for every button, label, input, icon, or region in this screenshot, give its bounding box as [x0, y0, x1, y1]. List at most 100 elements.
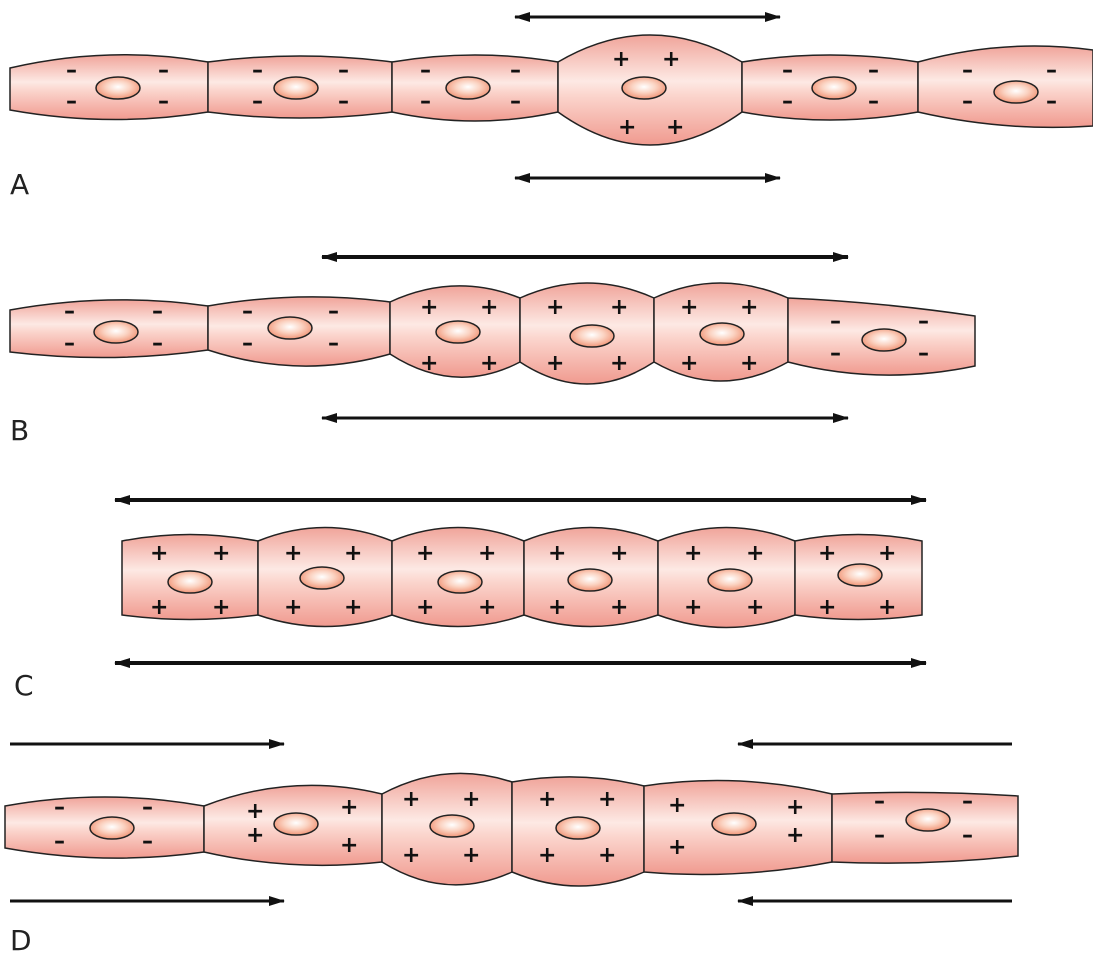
charge-sign: + — [480, 295, 498, 320]
cell-1: – – – – — [9, 299, 209, 359]
nucleus — [699, 322, 745, 346]
charge-sign: + — [150, 541, 168, 566]
charge-sign: – — [338, 89, 349, 114]
charge-sign: + — [420, 351, 438, 376]
nucleus — [273, 812, 319, 836]
charge-sign: – — [510, 58, 521, 83]
charge-sign: + — [680, 351, 698, 376]
panel-label: D — [10, 924, 32, 955]
nucleus — [993, 80, 1039, 104]
charge-sign: + — [878, 541, 896, 566]
charge-sign: + — [610, 351, 628, 376]
charge-sign: + — [740, 351, 758, 376]
charge-sign: – — [66, 89, 77, 114]
cell-5: + + + + — [643, 779, 833, 876]
charge-sign: + — [462, 843, 480, 868]
charge-sign: + — [786, 823, 804, 848]
charge-sign: + — [340, 833, 358, 858]
cell-3: + + + + — [381, 772, 513, 886]
cell-4: + + + + — [519, 282, 655, 385]
panel-d: – – – – + + + + + + + + + + + + — [4, 739, 1019, 955]
nucleus — [711, 812, 757, 836]
charge-sign: + — [818, 595, 836, 620]
nucleus — [811, 76, 857, 100]
charge-sign: – — [420, 58, 431, 83]
charge-sign: – — [152, 299, 163, 324]
charge-sign: – — [868, 89, 879, 114]
nucleus — [905, 808, 951, 832]
cell-1: – – – – — [4, 795, 205, 859]
charge-sign: – — [54, 829, 65, 854]
panel-label: C — [14, 669, 34, 702]
charge-sign: + — [610, 295, 628, 320]
panel-a: – – – – – – – – – – – – + + + + — [9, 12, 1093, 201]
charge-sign: – — [252, 89, 263, 114]
cell-3: + + + + — [389, 285, 521, 378]
charge-sign: + — [150, 595, 168, 620]
charge-sign: + — [344, 541, 362, 566]
charge-sign: – — [962, 89, 973, 114]
charge-sign: + — [612, 47, 630, 72]
charge-sign: – — [158, 58, 169, 83]
charge-sign: – — [54, 795, 65, 820]
charge-sign: + — [420, 295, 438, 320]
charge-sign: + — [340, 795, 358, 820]
charge-sign: + — [668, 793, 686, 818]
panel-b: – – – – – – – – + + + + + + + + — [9, 252, 976, 447]
charge-sign: – — [142, 829, 153, 854]
charge-sign: – — [66, 58, 77, 83]
charge-sign: + — [546, 351, 564, 376]
charge-sign: – — [874, 823, 885, 848]
charge-sign: – — [420, 89, 431, 114]
charge-sign: + — [344, 595, 362, 620]
charge-sign: + — [666, 115, 684, 140]
charge-sign: + — [246, 823, 264, 848]
charge-sign: – — [64, 331, 75, 356]
charge-sign: + — [610, 595, 628, 620]
nucleus — [707, 568, 753, 592]
charge-sign: + — [684, 595, 702, 620]
cell-5: – – – – — [741, 54, 919, 121]
charge-sign: – — [782, 58, 793, 83]
nucleus — [621, 76, 667, 100]
charge-sign: – — [782, 89, 793, 114]
nucleus — [429, 814, 475, 838]
nucleus — [437, 570, 483, 594]
charge-sign: + — [212, 541, 230, 566]
nucleus — [299, 566, 345, 590]
charge-sign: + — [680, 295, 698, 320]
charge-sign: – — [918, 309, 929, 334]
cell-2: + + + + — [203, 784, 383, 867]
charge-sign: – — [338, 58, 349, 83]
charge-sign: + — [546, 295, 564, 320]
nucleus — [555, 816, 601, 840]
nucleus — [93, 320, 139, 344]
charge-sign: + — [246, 799, 264, 824]
charge-sign: + — [740, 295, 758, 320]
charge-sign: – — [962, 58, 973, 83]
charge-sign: + — [786, 795, 804, 820]
charge-sign: + — [618, 115, 636, 140]
charge-sign: + — [416, 541, 434, 566]
charge-sign: – — [64, 299, 75, 324]
cell-4: + + + + — [523, 526, 659, 628]
nucleus — [569, 324, 615, 348]
charge-sign: + — [478, 595, 496, 620]
nucleus — [435, 320, 481, 344]
nucleus — [445, 76, 491, 100]
charge-sign: – — [962, 823, 973, 848]
charge-sign: – — [242, 299, 253, 324]
charge-sign: + — [662, 47, 680, 72]
charge-sign: – — [158, 89, 169, 114]
charge-sign: + — [684, 541, 702, 566]
nucleus — [89, 816, 135, 840]
charge-sign: – — [1046, 89, 1057, 114]
charge-sign: + — [538, 787, 556, 812]
charge-sign: – — [242, 331, 253, 356]
cell-3: – – – – — [391, 54, 559, 122]
charge-sign: + — [548, 595, 566, 620]
charge-sign: + — [818, 541, 836, 566]
cell-6: – – – – — [917, 45, 1093, 129]
panel-label: B — [10, 414, 29, 447]
charge-sign: + — [746, 541, 764, 566]
